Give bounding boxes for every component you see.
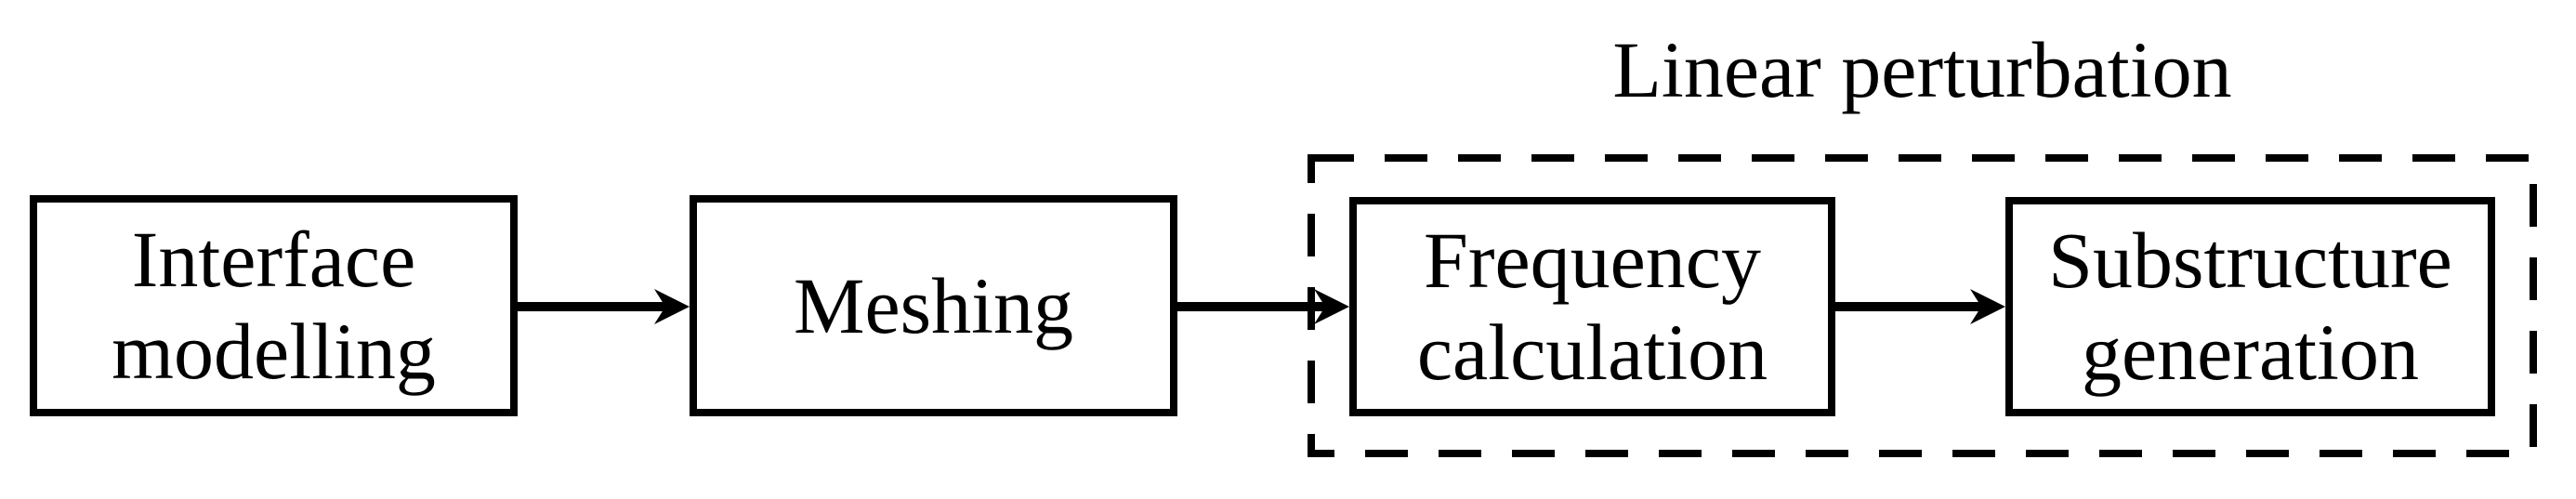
- node-label: Frequency calculation: [1416, 216, 1768, 397]
- arrow-interface-to-meshing: [518, 289, 690, 324]
- arrowhead-icon: [1970, 289, 2005, 324]
- group-label-linear-perturbation: Linear perturbation: [1612, 25, 2232, 114]
- node-label: Substructure generation: [2048, 216, 2452, 397]
- node-frequency-calculation: Frequency calculation: [1349, 197, 1835, 416]
- node-meshing: Meshing: [690, 195, 1177, 416]
- arrowhead-icon: [654, 289, 690, 324]
- node-substructure-generation: Substructure generation: [2005, 197, 2495, 416]
- arrow-meshing-to-frequency: [1177, 289, 1349, 324]
- node-label: Meshing: [794, 260, 1073, 350]
- arrowhead-icon: [1314, 289, 1349, 324]
- node-interface-modelling: Interface modelling: [30, 195, 518, 416]
- arrow-frequency-to-substructure: [1835, 289, 2005, 324]
- node-label: Interface modelling: [112, 215, 436, 396]
